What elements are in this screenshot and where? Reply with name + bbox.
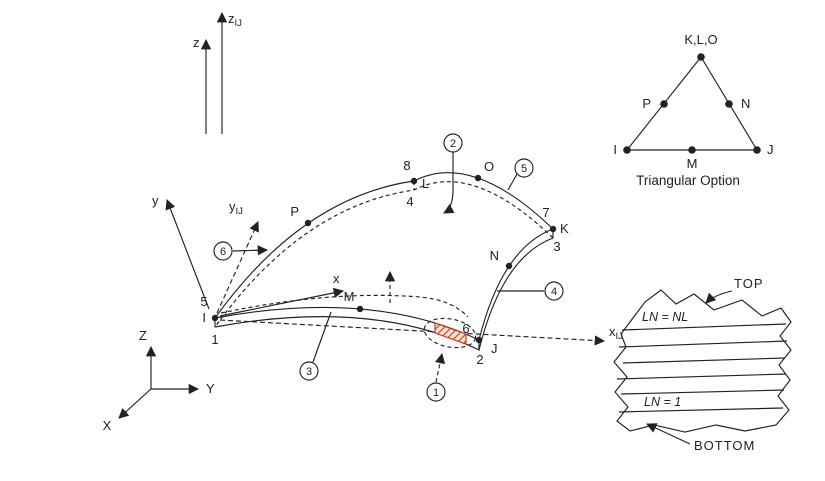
triangle-node-dots (623, 53, 761, 154)
triad-z-label: Z (139, 328, 147, 343)
triangle-node-dot-m (688, 146, 696, 154)
triangle-label-p: P (642, 96, 651, 111)
node-number-1: 1 (211, 332, 218, 347)
node-label-N: N (490, 248, 499, 263)
bottom-label: BOTTOM (694, 438, 755, 453)
node-label-O: O (484, 159, 494, 174)
triangle-label-j: J (767, 142, 774, 157)
node-label-L: L (422, 176, 429, 191)
face-1-number: 1 (433, 387, 439, 399)
face-4-circle (544, 281, 564, 301)
face-5-circle (514, 158, 534, 178)
triangular-option-caption: Triangular Option (636, 173, 740, 188)
triangular-option (623, 53, 761, 154)
face-5-leader (507, 173, 518, 191)
x-ij-axis-arrow (219, 319, 606, 346)
face-5-number: 5 (521, 163, 527, 175)
layer-boundary-line (622, 357, 786, 364)
top-leader-arrow (705, 290, 733, 304)
section-highlight-ellipse (423, 317, 477, 349)
element-hidden-interior-edge (220, 294, 469, 318)
node-label-I: I (202, 310, 206, 325)
face-1-circle (426, 382, 446, 402)
node-number-7: 7 (542, 205, 549, 220)
node-number-5: 5 (200, 294, 207, 309)
layer-stack-outline (613, 289, 792, 433)
x-ij-axis-label: xIJ (609, 324, 623, 342)
triangle-node-dot-n (725, 100, 733, 108)
layer-boundary-line (620, 389, 785, 395)
face-2-number: 2 (450, 138, 456, 150)
face-badges (213, 133, 564, 402)
node-number-2: 2 (476, 352, 483, 367)
node-dot-O (474, 174, 482, 182)
triangle-node-dot-klo (697, 53, 705, 61)
layer-top-label: LN = NL (642, 310, 688, 324)
node-label-J: J (491, 341, 498, 356)
y-ij-axis-arrow (216, 221, 259, 314)
section-highlight-hatch (434, 322, 467, 345)
node-number-4: 4 (406, 194, 413, 209)
triangle-label-i: I (613, 142, 617, 157)
top-label: TOP (734, 276, 764, 291)
element-node-dots (211, 174, 557, 344)
triad-x-label: X (103, 418, 112, 433)
triangle-node-dot-j (753, 146, 761, 154)
triad-x-arrow (118, 388, 152, 419)
face-1-leader-arrow (434, 352, 446, 383)
node-number-3: 3 (553, 239, 560, 254)
face-6-circle (213, 241, 233, 261)
z-ij-axis-label: zIJ (228, 11, 242, 29)
node-label-P: P (290, 204, 299, 219)
layer-bottom-label: LN = 1 (644, 395, 681, 409)
triangle-label-m: M (687, 156, 698, 171)
node-dot-J (475, 336, 483, 344)
node-dot-K (549, 225, 557, 233)
face-2-circle (443, 133, 463, 153)
face-6-leader-arrow (232, 245, 269, 256)
layer-boundary-line (616, 373, 787, 380)
node-number-6: 6 (462, 321, 469, 336)
triad-y-label: Y (206, 381, 215, 396)
node-dot-M (356, 305, 364, 313)
shell-element (211, 172, 557, 351)
x-axis-label: x (333, 271, 340, 286)
face-3-leader (312, 311, 332, 363)
bottom-leader-arrow (646, 423, 691, 445)
element-corner-thickness-ticks (214, 229, 554, 350)
triangle-label-n: N (741, 96, 750, 111)
triangle-node-dot-p (660, 100, 668, 108)
triangle-apex-label: K,L,O (684, 32, 717, 47)
face-2-leader-arrow (443, 152, 455, 214)
global-triad (118, 345, 200, 419)
x-axis-arrow (219, 287, 345, 317)
node-dot-I (211, 314, 219, 322)
face-3-circle (299, 361, 319, 381)
labels: zIJ z y yIJ x xIJ I J K L M N O P 5 1 6 … (103, 11, 774, 453)
node-dot-N (505, 262, 513, 270)
element-thickness-front-edge (214, 237, 554, 351)
y-ij-axis-label: yIJ (229, 199, 243, 217)
element-axes (165, 11, 606, 346)
face-6-number: 6 (220, 246, 226, 258)
face-4-number: 4 (551, 286, 557, 298)
z-axis-label: z (193, 35, 200, 50)
y-axis-arrow (165, 199, 210, 310)
y-axis-label: y (152, 193, 159, 208)
node-number-8: 8 (403, 158, 410, 173)
node-label-K: K (560, 221, 569, 236)
node-label-M: M (344, 289, 355, 304)
face-3-number: 3 (306, 366, 312, 378)
layer-boundary-line (618, 340, 788, 348)
layer-boundary-line (618, 407, 784, 413)
triangle-node-dot-i (623, 146, 631, 154)
layer-boundary-line (621, 323, 787, 331)
node-dot-P (304, 219, 312, 227)
layer-stack (613, 289, 792, 445)
element-hidden-bottom-edges (214, 181, 554, 328)
node-dot-L (410, 177, 418, 185)
